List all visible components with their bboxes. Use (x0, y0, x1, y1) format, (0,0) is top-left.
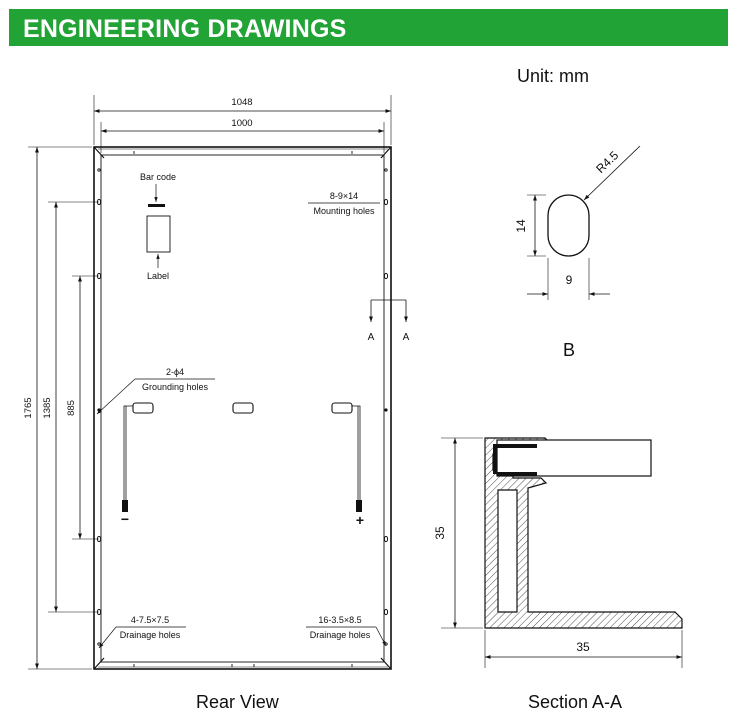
negative-terminal: − (121, 511, 129, 527)
module-frame-outer (93, 146, 392, 670)
page-title: ENGINEERING DRAWINGS (23, 15, 347, 43)
detail-b-height: 14 (514, 219, 528, 233)
section-aa-caption: Section A-A (528, 692, 623, 712)
drainage-left-label: Drainage holes (120, 630, 181, 640)
grounding-holes-spec: 2-ϕ4 (166, 367, 184, 377)
bar-code-mark (148, 204, 165, 207)
drainage-left-spec: 4-7.5×7.5 (131, 615, 169, 625)
header-banner: ENGINEERING DRAWINGS (9, 9, 728, 46)
junction-box-right (331, 402, 353, 414)
junction-box-center (232, 402, 254, 414)
mounting-slot (547, 194, 590, 257)
detail-b-caption: B (563, 340, 576, 360)
dim-inner-width: 1000 (231, 118, 252, 129)
mounting-holes (96, 198, 389, 616)
section-width: 35 (576, 640, 590, 654)
section-mark-right: A (403, 332, 410, 343)
drainage-right-label: Drainage holes (310, 630, 371, 640)
detail-b-width: 9 (566, 273, 573, 287)
dim-outer-width: 1048 (231, 97, 252, 108)
grounding-holes-label: Grounding holes (142, 382, 209, 392)
cable-negative (123, 405, 133, 500)
module-frame-inner (100, 154, 385, 663)
grounding-holes (97, 408, 388, 412)
label-label: Label (147, 271, 169, 281)
detail-b-radius: R4.5 (593, 148, 621, 176)
drainage-right-spec: 16-3.5×8.5 (318, 615, 361, 625)
label-box (146, 215, 171, 253)
section-aa-drawing (441, 437, 683, 668)
detail-b-drawing (527, 145, 641, 300)
drainage-holes (97, 151, 388, 667)
dim-inner-span: 885 (66, 400, 77, 416)
dim-height: 1765 (23, 397, 34, 418)
mounting-holes-spec: 8-9×14 (330, 191, 358, 201)
cable-positive (352, 405, 361, 500)
bar-code-label: Bar code (140, 172, 176, 182)
section-height: 35 (433, 526, 447, 540)
mounting-holes-label: Mounting holes (313, 206, 375, 216)
rear-view-caption: Rear View (196, 692, 279, 712)
dim-mount-span: 1385 (42, 397, 53, 418)
unit-label: Unit: mm (517, 66, 589, 86)
section-mark-left: A (368, 332, 375, 343)
positive-terminal: + (356, 512, 364, 528)
junction-box-left (132, 402, 154, 414)
rear-view-drawing (28, 95, 408, 670)
